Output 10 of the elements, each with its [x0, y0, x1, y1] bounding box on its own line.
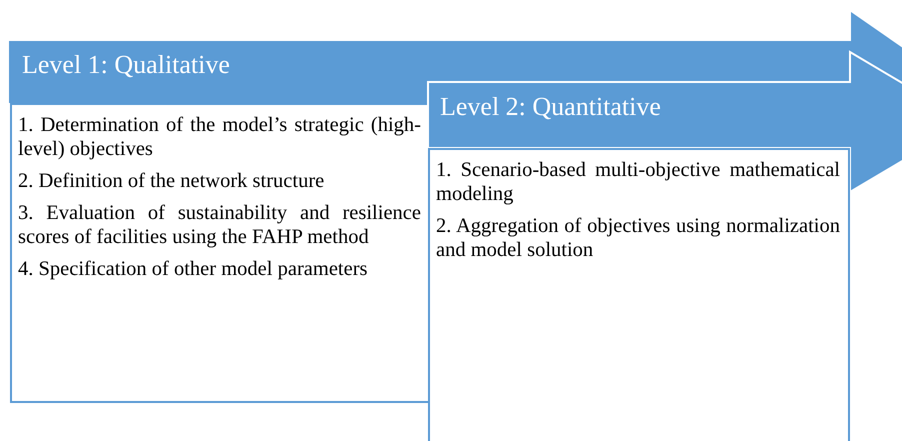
level-heading: Level 2: Quantitative: [440, 92, 661, 122]
step-text: 3. Evaluation of sustainability and resilience scores of facilities using the FAHP method: [18, 201, 421, 249]
step-text: 2. Aggregation of objectives using normalization and model solution: [436, 214, 840, 262]
step-list-box: [10, 103, 431, 403]
step-text: 1. Determination of the model’s strategic (high-level) objectives: [18, 113, 421, 161]
step-text: 1. Scenario-based multi-objective mathematical modeling: [436, 158, 840, 206]
level-heading: Level 1: Qualitative: [22, 50, 230, 80]
step-text: 2. Definition of the network structure: [18, 169, 326, 193]
step-text: 4. Specification of other model parameters: [18, 257, 369, 281]
step-list-box: [428, 148, 850, 441]
